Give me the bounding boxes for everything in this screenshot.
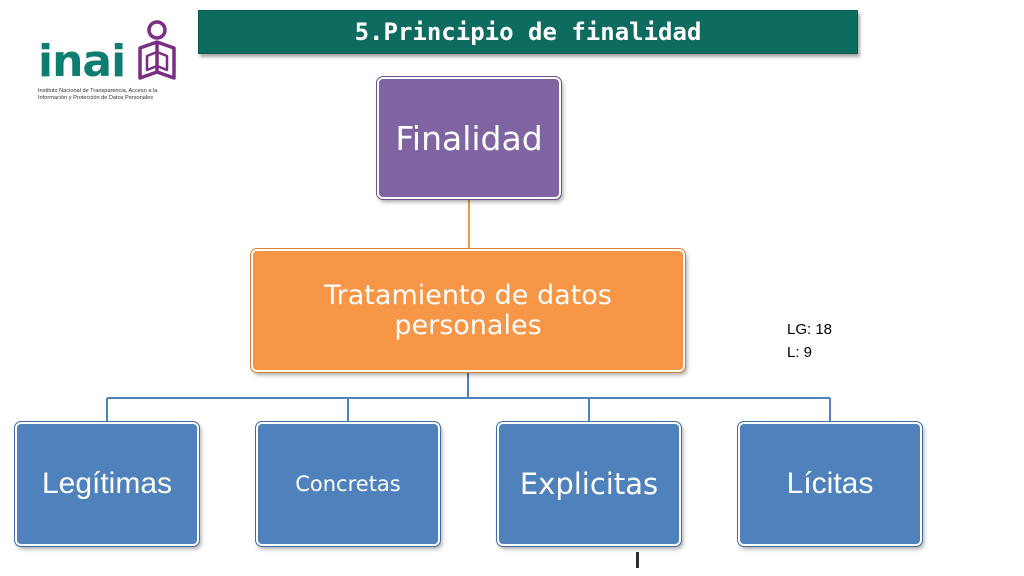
- node-legitimas: Legítimas: [14, 421, 200, 547]
- node-legitimas-label: Legítimas: [41, 467, 173, 500]
- logo-wordmark: inai: [38, 36, 126, 87]
- title-banner: 5.Principio de finalidad: [198, 10, 858, 54]
- node-finalidad-label: Finalidad: [395, 118, 543, 158]
- node-concretas: Concretas: [255, 421, 441, 547]
- node-licitas: Lícitas: [737, 421, 923, 547]
- node-explicitas-label: Explicitas: [519, 467, 659, 501]
- reference-note-line-2: L: 9: [787, 344, 813, 361]
- logo-tagline: Instituto Nacional de Transparencia, Acc…: [38, 88, 158, 101]
- reference-note: LG: 18 L: 9: [787, 318, 832, 364]
- node-tratamiento: Tratamiento de datos personales: [250, 248, 686, 373]
- slide-title: 5.Principio de finalidad: [354, 18, 702, 46]
- node-finalidad: Finalidad: [376, 76, 562, 200]
- node-tratamiento-label: Tratamiento de datos personales: [324, 279, 612, 341]
- node-licitas-label: Lícitas: [786, 467, 874, 500]
- reference-note-line-1: LG: 18: [787, 321, 833, 338]
- person-book-icon: [138, 20, 176, 80]
- bottom-mark: [636, 552, 639, 568]
- node-concretas-label: Concretas: [295, 472, 401, 496]
- node-explicitas: Explicitas: [496, 421, 682, 547]
- inai-logo: inai Instituto Nacional de Transparencia…: [38, 18, 188, 110]
